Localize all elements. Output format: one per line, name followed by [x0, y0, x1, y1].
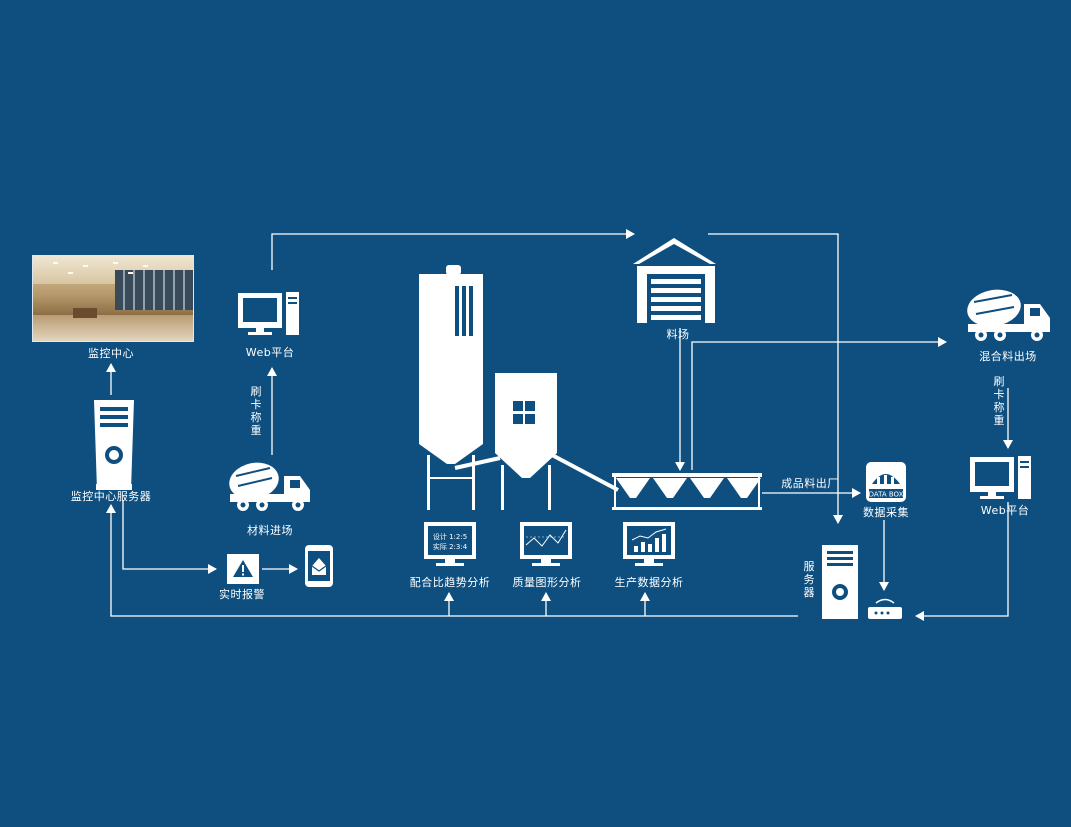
- plant-building-icon: [495, 373, 618, 510]
- label-material-entry: 材料进场: [247, 524, 293, 537]
- desktop-computer-icon: [238, 292, 299, 335]
- hopper-icon: [612, 473, 762, 510]
- label-realtime-alarm: 实时报警: [219, 588, 265, 601]
- label-ratio-trend: 配合比趋势分析: [410, 576, 491, 589]
- arrow-web-to-yard: [272, 234, 634, 270]
- data-box-text: DATA BOX: [869, 491, 904, 499]
- arrow-server-to-alarm: [123, 500, 216, 569]
- data-box-icon: DATA BOX: [866, 462, 906, 502]
- label-data-collect: 数据采集: [863, 506, 909, 519]
- mixer-truck-icon: [226, 458, 310, 511]
- mobile-phone-icon: [305, 545, 333, 587]
- mixer-truck-icon: [964, 286, 1050, 341]
- label-monitor-server: 监控中心服务器: [71, 490, 152, 503]
- ratio-screen-line1: 设计 1:2:5: [433, 532, 467, 541]
- server-tower-icon: [822, 545, 858, 619]
- warehouse-icon: [633, 238, 716, 323]
- arrow-web-to-router: [916, 502, 1008, 616]
- desktop-computer-icon: [970, 456, 1031, 499]
- label-card-weigh-left: 刷卡称重: [250, 385, 262, 437]
- label-card-weigh-right: 刷卡称重: [993, 375, 1005, 427]
- label-mix-out: 混合料出场: [979, 350, 1037, 363]
- label-web-platform-right: Web平台: [981, 504, 1029, 517]
- tall-silo-icon: [419, 265, 500, 510]
- chart-monitor-icon: [520, 522, 572, 566]
- label-finished-out: 成品料出厂: [781, 477, 839, 490]
- chart-monitor-icon: 设计 1:2:5 实际 2:3:4: [424, 522, 476, 566]
- router-icon: [868, 600, 902, 620]
- ratio-screen-line2: 实际 2:3:4: [433, 542, 468, 551]
- arrow-to-mix-out: [692, 342, 946, 470]
- label-quality-graph: 质量图形分析: [513, 576, 582, 589]
- server-tower-icon: [94, 400, 134, 490]
- chart-monitor-icon: [623, 522, 675, 566]
- label-server: 服务器: [803, 560, 815, 599]
- warning-sign-icon: [227, 554, 259, 584]
- label-yard: 料场: [667, 328, 690, 341]
- label-web-platform-left: Web平台: [246, 346, 294, 359]
- label-production-data: 生产数据分析: [615, 576, 684, 589]
- label-monitor-center: 监控中心: [88, 347, 134, 360]
